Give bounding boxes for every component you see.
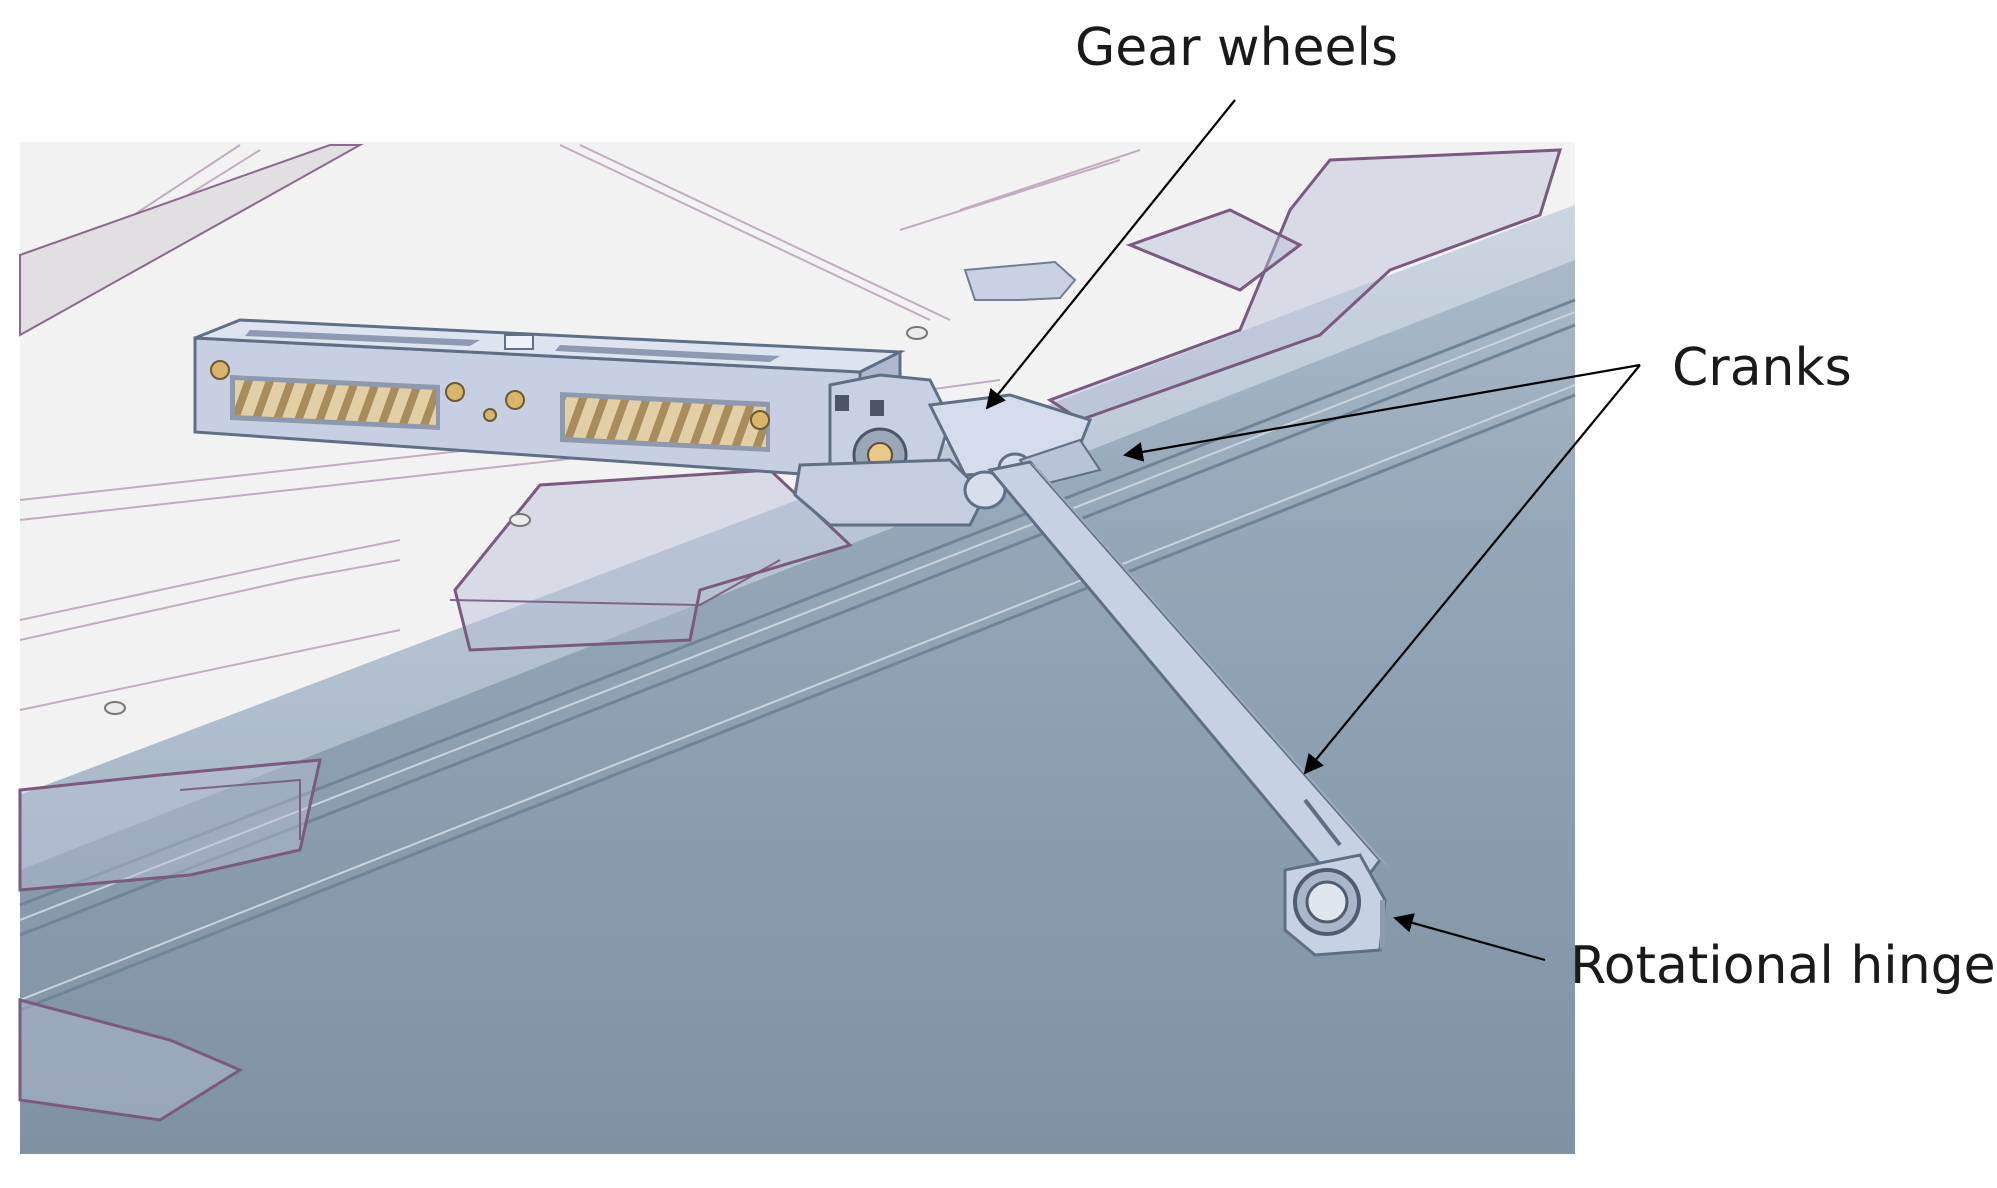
rotational-hinge bbox=[1283, 853, 1387, 957]
upper-rail bbox=[19, 144, 364, 337]
panel-pins bbox=[104, 326, 928, 715]
arrow-cranks-upper bbox=[1123, 363, 1641, 462]
label-gear-wheels: Gear wheels bbox=[1075, 18, 1399, 78]
label-rotational-hinge: Rotational hinge bbox=[1570, 936, 1996, 996]
beam-flange bbox=[20, 205, 1575, 870]
gear-assembly bbox=[793, 373, 1102, 527]
label-cranks: Cranks bbox=[1672, 338, 1852, 398]
arrow-gear-wheels bbox=[985, 99, 1236, 410]
beam-body bbox=[20, 205, 1575, 1154]
callout-arrows bbox=[985, 99, 1641, 962]
actuator-housing bbox=[193, 318, 906, 481]
top-clip bbox=[963, 260, 1077, 301]
crank-arm bbox=[987, 460, 1390, 903]
arrow-rotational-hinge bbox=[1393, 913, 1546, 962]
beam-grooves bbox=[19, 298, 1576, 1012]
arrow-cranks-lower bbox=[1303, 364, 1641, 775]
transparent-brackets bbox=[18, 148, 1563, 1122]
